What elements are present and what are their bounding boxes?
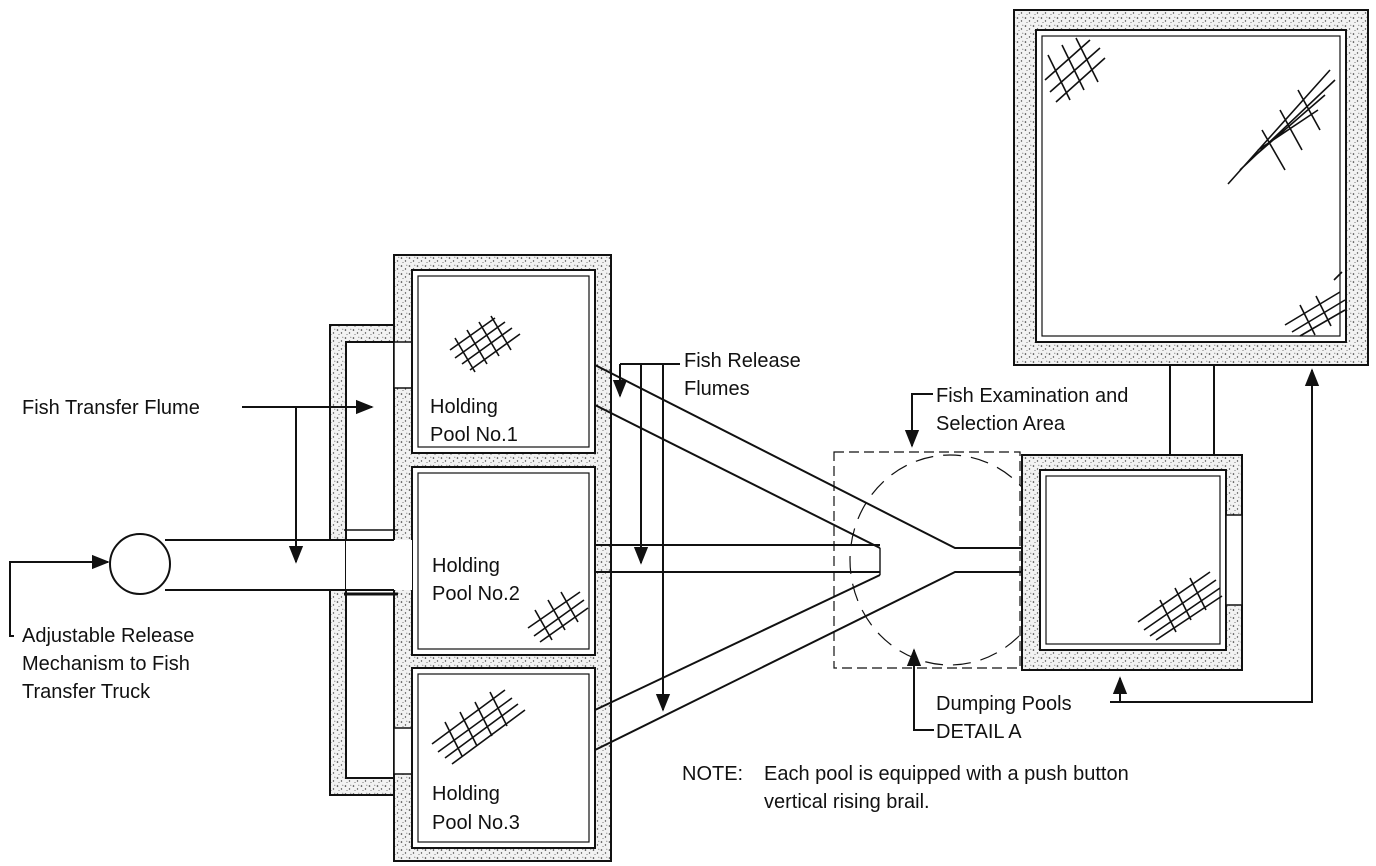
label-fish-release-flumes-1: Fish Release [684, 350, 801, 372]
hatch-pattern-icon [431, 37, 1346, 765]
label-adjustable-release-3: Transfer Truck [22, 681, 151, 703]
dumping-pool-small [1021, 365, 1243, 671]
label-holding-pool-3a: Holding [432, 783, 500, 805]
label-holding-pool-2a: Holding [432, 555, 500, 577]
label-fish-transfer-flume: Fish Transfer Flume [22, 397, 200, 419]
arrow-icon [9, 554, 110, 637]
leader-lines [9, 363, 1320, 731]
note-line-2: vertical rising brail. [764, 791, 930, 813]
label-adjustable-release-1: Adjustable Release [22, 625, 194, 647]
arrow-icon [904, 393, 933, 448]
label-holding-pool-2b: Pool No.2 [432, 583, 520, 605]
arrow-icon [906, 648, 934, 731]
note-prefix: NOTE: [682, 763, 743, 785]
dumping-pool-large [1013, 9, 1369, 366]
label-dumping-pools: Dumping Pools [936, 693, 1072, 715]
fish-release-flumes [594, 364, 1040, 751]
label-fish-examination-2: Selection Area [936, 413, 1066, 435]
holding-pool-3 [411, 667, 596, 849]
note-line-1: Each pool is equipped with a push button [764, 763, 1129, 785]
pool-3-gate [393, 727, 413, 775]
fish-examination-area [833, 451, 1051, 669]
arrow-icon [1110, 368, 1320, 703]
label-holding-pool-1b: Pool No.1 [430, 424, 518, 446]
label-holding-pool-3b: Pool No.3 [432, 812, 520, 834]
label-adjustable-release-2: Mechanism to Fish [22, 653, 190, 675]
fish-transfer-flume [109, 529, 412, 596]
label-fish-examination-1: Fish Examination and [936, 385, 1128, 407]
label-fish-release-flumes-2: Flumes [684, 378, 750, 400]
label-detail-a: DETAIL A [936, 721, 1022, 743]
adjustable-release-mechanism [109, 533, 171, 595]
holding-pool-1 [411, 269, 596, 454]
pool-1-gate [393, 341, 413, 389]
label-holding-pool-1a: Holding [430, 396, 498, 418]
